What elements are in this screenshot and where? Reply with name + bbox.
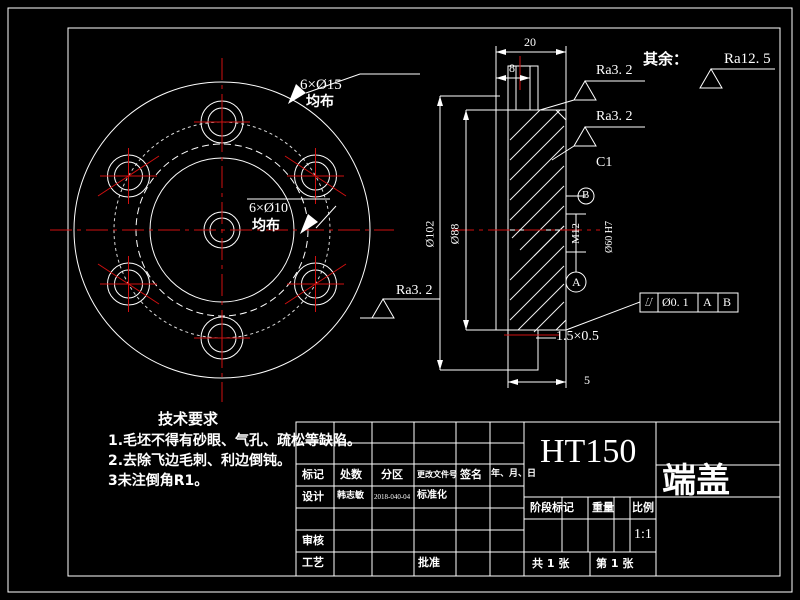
front-view-centerlines — [50, 58, 394, 402]
dim-arrows-top — [496, 49, 566, 81]
dim-left-outer: Ø102 — [422, 220, 437, 248]
rev-header-count: 处数 — [340, 468, 362, 481]
scale-value: 1:1 — [634, 527, 652, 542]
rev-header-date: 年、月、日 — [491, 469, 537, 479]
fit-note: Ø60 H7 — [603, 221, 615, 253]
tolerance-symbol: ⌰ — [645, 295, 653, 309]
sheet-border — [7, 7, 793, 593]
section-top-dims — [495, 46, 567, 110]
section-surface-symbols — [539, 68, 775, 161]
tolerance-datum-2: B — [723, 295, 732, 309]
tech-requirement-item: 2.去除飞边毛刺、利边倒钝。 — [108, 453, 292, 469]
flange-outer-circle — [73, 81, 371, 379]
others-label: 其余： — [643, 50, 689, 68]
section-centerline — [452, 56, 600, 336]
designer-name-value: 韩志敏 — [337, 491, 365, 501]
section-view-outline — [495, 65, 567, 371]
tech-requirements-heading: 技术要求 — [158, 410, 219, 428]
section-surface-ra-1: Ra3. 2 — [596, 63, 633, 78]
section-internal-dims — [565, 187, 595, 293]
tech-requirement-item: 1.毛坯不得有砂眼、气孔、疏松等缺陷。 — [108, 433, 362, 449]
datum-a-label: A — [572, 275, 581, 289]
dim-arrows-left — [437, 96, 566, 385]
role-approve-label: 批准 — [418, 556, 440, 569]
section-hatch — [509, 109, 565, 333]
front-surface-ra-label: Ra3. 2 — [396, 283, 433, 298]
rev-header-docno: 更改文件号 — [417, 470, 457, 479]
rev-header-signature: 签名 — [460, 468, 482, 481]
stage-mark-label: 阶段标记 — [530, 501, 574, 514]
others-ra-value: Ra12. 5 — [724, 51, 771, 67]
title-block-grid — [295, 421, 781, 577]
rev-header-mark: 标记 — [302, 468, 324, 481]
datum-b-label: B — [582, 189, 590, 201]
role-standardize-label: 标准化 — [417, 490, 447, 501]
role-design-label: 设计 — [302, 490, 324, 503]
hole-note-inner-line2: 均布 — [252, 218, 280, 234]
section-surface-ra-2: Ra3. 2 — [596, 109, 633, 124]
scale-label: 比例 — [632, 501, 654, 514]
thread-note: M12 — [569, 223, 582, 244]
role-process-label: 工艺 — [302, 556, 324, 569]
front-view-leader-arrows — [288, 84, 318, 234]
sheet-index-label: 第 1 张 — [596, 557, 634, 570]
dim-bottom: 5 — [584, 373, 590, 387]
dim-top-overall: 20 — [524, 35, 536, 49]
tech-requirement-item: 3未注倒角R1。 — [108, 473, 209, 489]
front-surface-symbol — [360, 298, 440, 319]
part-name-value: 端盖 — [662, 461, 730, 501]
dim-left-inner: Ø88 — [447, 223, 462, 245]
doc-number-value: 2018-040-04 — [374, 493, 411, 501]
hole-note-inner-line1: 6×Ø10 — [249, 201, 289, 216]
material-value: HT150 — [540, 433, 637, 470]
role-review-label: 审核 — [302, 534, 324, 547]
rev-header-zone: 分区 — [381, 468, 403, 481]
sheets-total-label: 共 1 张 — [532, 557, 570, 570]
dim-top-step: 8 — [509, 61, 515, 75]
front-view-leaders — [247, 73, 420, 229]
tolerance-value: Ø0. 1 — [662, 295, 689, 309]
tolerance-datum-1: A — [703, 295, 712, 309]
chamfer-note: C1 — [596, 155, 613, 170]
hole-note-outer-line1: 6×Ø15 — [300, 77, 342, 93]
tolerance-frame-box — [565, 292, 739, 331]
groove-note: 1.5×0.5 — [556, 329, 599, 344]
hole-note-outer-line2: 均布 — [306, 94, 334, 110]
weight-label: 重量 — [592, 501, 614, 514]
